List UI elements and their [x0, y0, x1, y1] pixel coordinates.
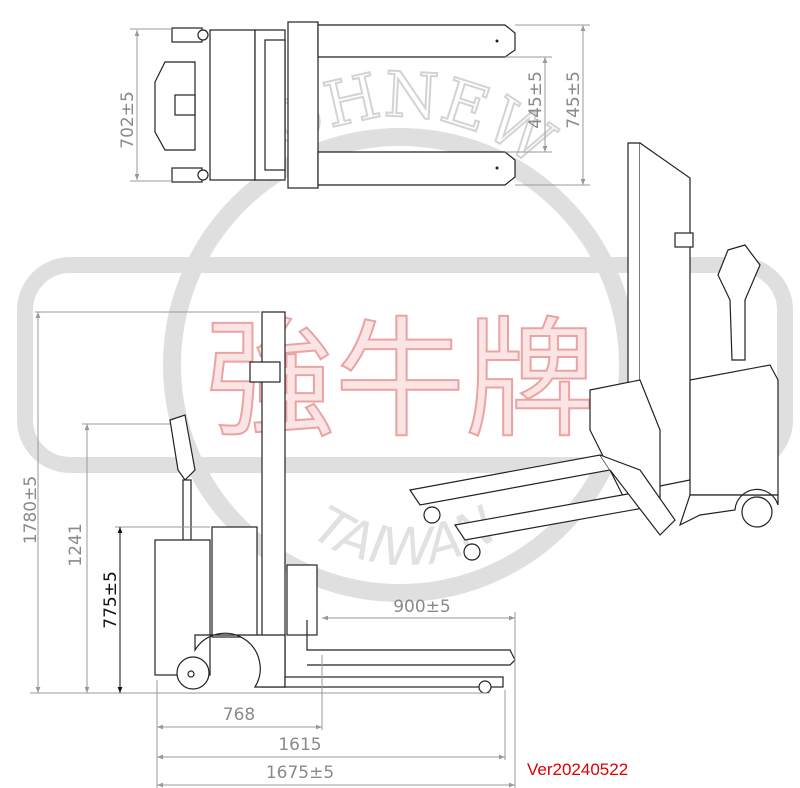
version-label: Ver20240522 [527, 760, 629, 779]
dim-1675: 1675±5 [266, 763, 334, 783]
dim-445: 445±5 [526, 71, 546, 129]
side-view-dimensions: 1780±5 1241 775±5 900±5 768 1615 1675±5 [21, 311, 516, 788]
dim-1241: 1241 [66, 523, 86, 566]
dim-768: 768 [223, 705, 255, 725]
top-view-dimensions: 702±5 445±5 745±5 [118, 24, 590, 186]
dim-702: 702±5 [118, 91, 138, 149]
top-view [154, 21, 516, 189]
dim-900: 900±5 [393, 597, 451, 617]
dim-1780: 1780±5 [21, 476, 41, 544]
watermark-band [17, 257, 793, 473]
dim-1615: 1615 [278, 735, 321, 755]
dim-745: 745±5 [564, 71, 584, 129]
side-view [154, 311, 516, 694]
dim-775: 775±5 [101, 571, 121, 629]
isometric-view [408, 142, 779, 561]
